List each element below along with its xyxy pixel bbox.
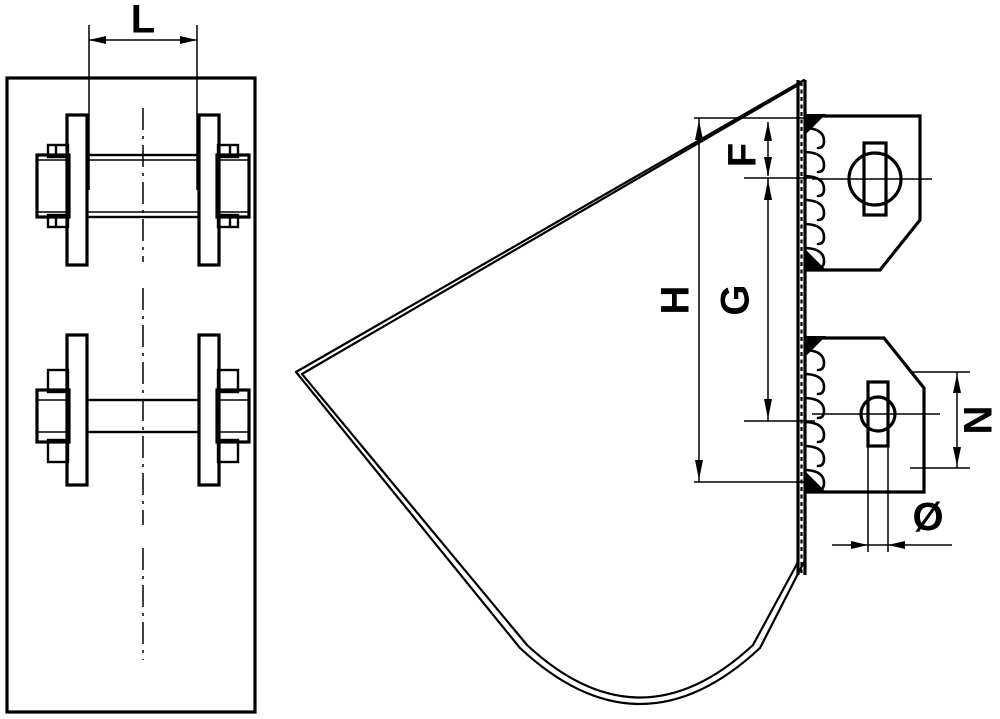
diameter-symbol-label: Ø: [912, 496, 943, 540]
upper-bracket-weld-fillet-bottom: [806, 250, 826, 270]
n-dimension-label: N: [957, 406, 1000, 435]
f-arrow-top: [764, 122, 772, 141]
g-dimension-label: G: [714, 284, 758, 315]
dimension-diameter: Ø: [832, 446, 952, 552]
weld-hook-icon: [804, 150, 826, 174]
f-arrow-bottom: [764, 157, 772, 176]
upper-left-washer-top: [46, 143, 70, 159]
weld-symbols-lower: [804, 348, 826, 492]
lower-right-nut-body: [215, 388, 251, 444]
l-dimension-label: L: [131, 0, 155, 42]
h-dimension-label: H: [654, 286, 698, 315]
weld-hook-icon: [804, 396, 826, 420]
weld-hook-icon: [804, 444, 826, 468]
upper-left-washer-bottom: [46, 213, 70, 229]
n-arrow-bottom: [953, 447, 961, 466]
dimension-g: G: [714, 177, 815, 422]
f-dimension-label: F: [721, 143, 765, 167]
lower-right-washer-top: [216, 368, 240, 394]
lower-bracket-outline: [806, 336, 926, 494]
upper-bolt-shank: [85, 153, 201, 219]
diameter-arrow-left: [851, 541, 868, 549]
dimension-n: N: [910, 371, 1000, 469]
lower-bracket-weld-fillet-bottom: [806, 472, 826, 492]
diameter-arrow-right: [888, 541, 905, 549]
upper-bolt-assembly: [35, 113, 251, 267]
lower-left-nut-body: [35, 388, 71, 444]
upper-lug-bracket: [806, 114, 932, 272]
lower-right-washer-bottom: [216, 438, 240, 464]
weld-hook-icon: [804, 348, 826, 372]
weld-symbols-upper: [804, 126, 826, 270]
upper-right-nut-body: [215, 153, 251, 219]
upper-bracket-outline: [806, 114, 922, 272]
weld-hook-icon: [804, 126, 826, 150]
weld-hook-icon: [804, 372, 826, 396]
upper-bracket-weld-fillet-top: [806, 114, 826, 134]
lower-left-washer-top: [46, 368, 70, 394]
side-elevation-group: H G F N: [294, 78, 1000, 706]
h-arrow-top: [695, 120, 703, 140]
dimension-h: H: [654, 117, 815, 483]
mounting-plate-outline: [5, 76, 257, 714]
h-arrow-bottom: [695, 460, 703, 480]
weld-hook-icon: [804, 420, 826, 444]
upper-right-washer-bottom: [216, 213, 240, 229]
curved-sheet-outer-profile: [294, 78, 807, 706]
dimension-f: F: [721, 122, 772, 176]
plan-view-group: [5, 25, 257, 714]
weld-hook-icon: [804, 198, 826, 222]
g-arrow-bottom: [764, 399, 772, 419]
upper-left-nut-body: [35, 153, 71, 219]
lower-bolt-shank: [85, 398, 201, 434]
g-arrow-top: [764, 180, 772, 200]
weld-hook-icon: [804, 222, 826, 246]
lower-left-washer-bottom: [46, 438, 70, 464]
l-arrow-right: [180, 36, 197, 44]
upper-right-washer-top: [216, 143, 240, 159]
l-arrow-left: [89, 36, 106, 44]
curved-sheet-inner-profile: [300, 82, 802, 699]
lower-bracket-weld-fillet-top: [806, 336, 826, 356]
lower-lug-bracket: [806, 336, 940, 494]
n-arrow-top: [953, 374, 961, 393]
lower-bolt-assembly: [35, 333, 251, 487]
